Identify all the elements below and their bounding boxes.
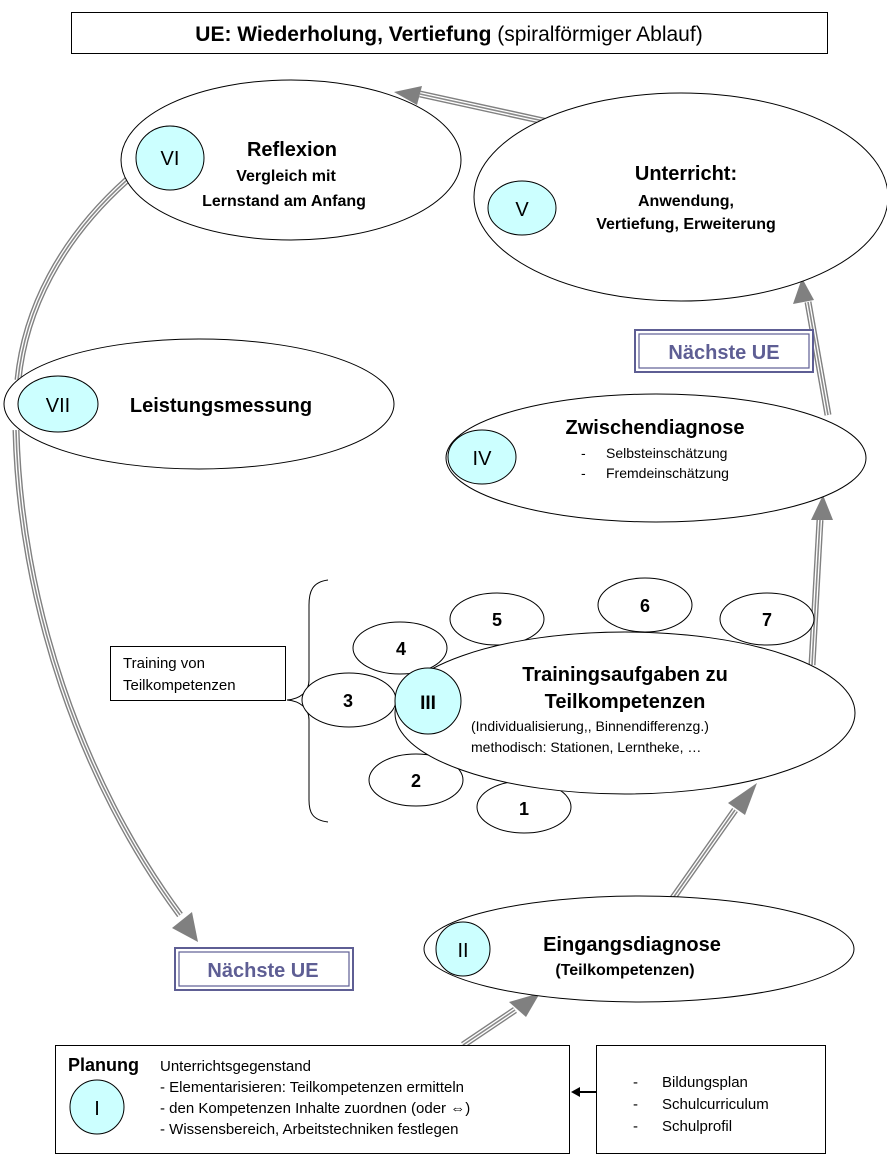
sub-task-4[interactable]: 4 <box>352 621 448 675</box>
svg-text:4: 4 <box>396 639 406 659</box>
sub-task-3[interactable]: 3 <box>301 672 397 728</box>
stage-numeral-badge <box>435 921 491 977</box>
arrow-sources-to-planung <box>571 1087 597 1097</box>
arrow-head-icon <box>394 86 422 105</box>
sources-box: - Bildungsplan - Schulcurriculum - Schul… <box>596 1045 826 1154</box>
stage-training: 5 6 7 4 3 2 1 III Trainingsaufgab <box>301 577 856 834</box>
stage-zwischendiagnose: IV Zwischendiagnose - Selbsteinschätzung… <box>445 393 867 523</box>
next-ue-label-top: Nächste UE <box>668 342 779 364</box>
numeral-vi: VI <box>161 148 180 170</box>
training-title-line2: Teilkompetenzen <box>545 691 706 713</box>
arrow-unterricht-to-reflexion <box>394 86 549 126</box>
source-item: Bildungsplan <box>662 1074 748 1091</box>
reflexion-line2: Lernstand am Anfang <box>202 193 366 210</box>
training-label-box: Training von Teilkompetenzen <box>110 646 286 701</box>
arrow-head-icon <box>172 912 198 942</box>
unterricht-title: Unterricht: <box>635 163 737 185</box>
arrow-reflexion-to-leistungsmessung <box>14 177 130 381</box>
planung-line: - Wissensbereich, Arbeitstechniken festl… <box>160 1121 458 1138</box>
training-bracket <box>286 579 329 823</box>
stage-numeral-badge <box>69 1079 125 1135</box>
stage-eingangsdiagnose: II Eingangsdiagnose (Teilkompetenzen) <box>423 895 855 1003</box>
source-item: Schulcurriculum <box>662 1096 769 1113</box>
numeral-iv: IV <box>473 448 493 470</box>
planung-subheading: Unterrichtsgegenstand <box>160 1058 311 1075</box>
title-bold: UE: Wiederholung, Vertiefung <box>195 23 491 46</box>
svg-text:6: 6 <box>640 596 650 616</box>
stage-numeral-badge <box>17 375 99 433</box>
stage-numeral-badge <box>394 667 462 735</box>
unterricht-line1: Anwendung, <box>638 193 734 210</box>
stage-numeral-badge <box>135 125 205 191</box>
training-label-line2: Teilkompetenzen <box>123 677 236 694</box>
arrow-head-icon <box>509 993 540 1017</box>
planung-line: - den Kompetenzen Inhalte zuordnen (oder… <box>160 1100 470 1117</box>
stage-unterricht: V Unterricht: Anwendung, Vertiefung, Erw… <box>473 92 887 302</box>
numeral-iii: III <box>420 693 436 714</box>
arrow-training-to-zwischendiagnose <box>808 495 833 666</box>
planung-heading: Planung <box>68 1055 139 1075</box>
planung-line: - Elementarisieren: Teilkompetenzen ermi… <box>160 1079 464 1096</box>
bullet: - <box>581 445 586 461</box>
arrow-zwischendiagnose-to-unterricht <box>793 278 832 416</box>
numeral-ii: II <box>457 940 468 962</box>
bullet: - <box>633 1096 638 1113</box>
stage-planung: Planung Unterrichtsgegenstand - Elementa… <box>55 1045 570 1154</box>
next-ue-box-bottom[interactable]: Nächste UE <box>174 947 354 991</box>
zwischendiagnose-title: Zwischendiagnose <box>566 417 745 439</box>
numeral-v: V <box>515 199 529 221</box>
training-detail-line1: (Individualisierung,, Binnendifferenzg.) <box>471 718 709 734</box>
bullet: - <box>633 1074 638 1091</box>
arrow-head-icon <box>793 278 814 304</box>
arrow-head-icon <box>728 783 757 815</box>
sub-task-6[interactable]: 6 <box>597 577 693 633</box>
svg-text:1: 1 <box>519 799 529 819</box>
arrow-leistungsmessung-to-next-ue <box>12 429 198 942</box>
reflexion-title: Reflexion <box>247 139 337 161</box>
stage-reflexion: VI Reflexion Vergleich mit Lernstand am … <box>120 79 462 241</box>
next-ue-box-top[interactable]: Nächste UE <box>634 329 814 373</box>
reflexion-line1: Vergleich mit <box>236 168 336 185</box>
arrow-head-icon <box>571 1087 580 1097</box>
stage-numeral-badge <box>447 429 517 485</box>
sub-task-5[interactable]: 5 <box>449 592 545 646</box>
flow-arrows <box>12 86 833 1048</box>
numeral-vii: VII <box>46 395 70 417</box>
numeral-i: I <box>94 1098 100 1120</box>
training-title-line1: Trainingsaufgaben zu <box>522 664 728 686</box>
stage-numeral-badge <box>487 180 557 236</box>
svg-text:UE: Wiederholung, Vertiefung (: UE: Wiederholung, Vertiefung (spiralförm… <box>195 23 702 46</box>
leistungsmessung-title: Leistungsmessung <box>130 395 312 417</box>
arrow-planung-to-eingangsdiagnose <box>461 993 540 1048</box>
zwischendiagnose-item: Selbsteinschätzung <box>606 445 727 461</box>
bullet: - <box>581 465 586 481</box>
training-detail-line2: methodisch: Stationen, Lerntheke, … <box>471 739 701 755</box>
title-normal: (spiralförmiger Ablauf) <box>491 23 702 46</box>
next-ue-label-bottom: Nächste UE <box>207 960 318 982</box>
title-box: UE: Wiederholung, Vertiefung (spiralförm… <box>71 12 828 54</box>
zwischendiagnose-item: Fremdeinschätzung <box>606 465 729 481</box>
eingangsdiagnose-subtitle: (Teilkompetenzen) <box>555 962 694 979</box>
sub-task-2[interactable]: 2 <box>368 753 464 807</box>
sub-task-7[interactable]: 7 <box>719 592 815 646</box>
svg-text:7: 7 <box>762 610 772 630</box>
training-label-line1: Training von <box>123 655 205 672</box>
eingangsdiagnose-title: Eingangsdiagnose <box>543 934 721 956</box>
source-item: Schulprofil <box>662 1118 732 1135</box>
bullet: - <box>633 1118 638 1135</box>
unterricht-line2: Vertiefung, Erweiterung <box>596 216 776 233</box>
arrow-eingangsdiagnose-to-training <box>670 783 757 901</box>
svg-text:2: 2 <box>411 771 421 791</box>
arrow-head-icon <box>811 495 833 520</box>
svg-text:5: 5 <box>492 610 502 630</box>
stage-leistungsmessung: VII Leistungsmessung <box>3 338 395 470</box>
svg-text:3: 3 <box>343 691 353 711</box>
